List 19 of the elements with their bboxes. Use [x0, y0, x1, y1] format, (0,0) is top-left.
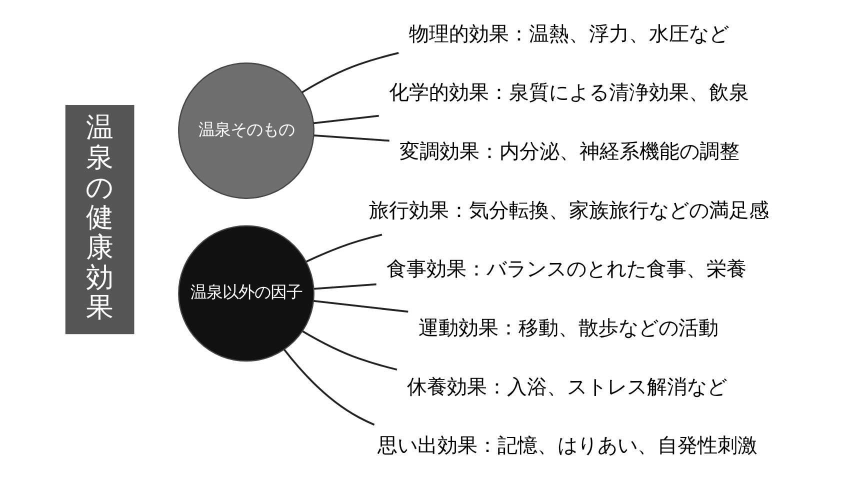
node-text: 旅行効果：気分転換、家族旅行などの満足感 [368, 198, 768, 222]
node-text: 食事効果：バランスのとれた食事、栄養 [386, 256, 746, 281]
connector [313, 300, 408, 313]
connector [305, 234, 382, 262]
node-text: 休養効果：入浴、ストレス解消など [406, 374, 727, 398]
connector [302, 330, 397, 371]
node-circle: 温泉以外の因子 [178, 225, 314, 362]
node-box: 温泉の健康効果 [64, 105, 134, 334]
connector [313, 134, 389, 142]
connector [313, 283, 376, 290]
connector [301, 52, 398, 94]
node-text: 思い出効果：記憶、はりあい、自発性刺激 [377, 433, 758, 458]
connector [282, 349, 374, 426]
node-text: 変調効果：内分泌、神経系機能の調整 [399, 139, 740, 164]
node-circle: 温泉そのもの [178, 62, 314, 199]
node-text: 物理的効果：温熱、浮力、水圧など [408, 21, 728, 46]
node-text: 運動効果：移動、散歩などの活動 [418, 316, 718, 340]
node-text: 化学的効果：泉質による清浄効果、飲泉 [388, 80, 748, 104]
connector [313, 114, 378, 124]
